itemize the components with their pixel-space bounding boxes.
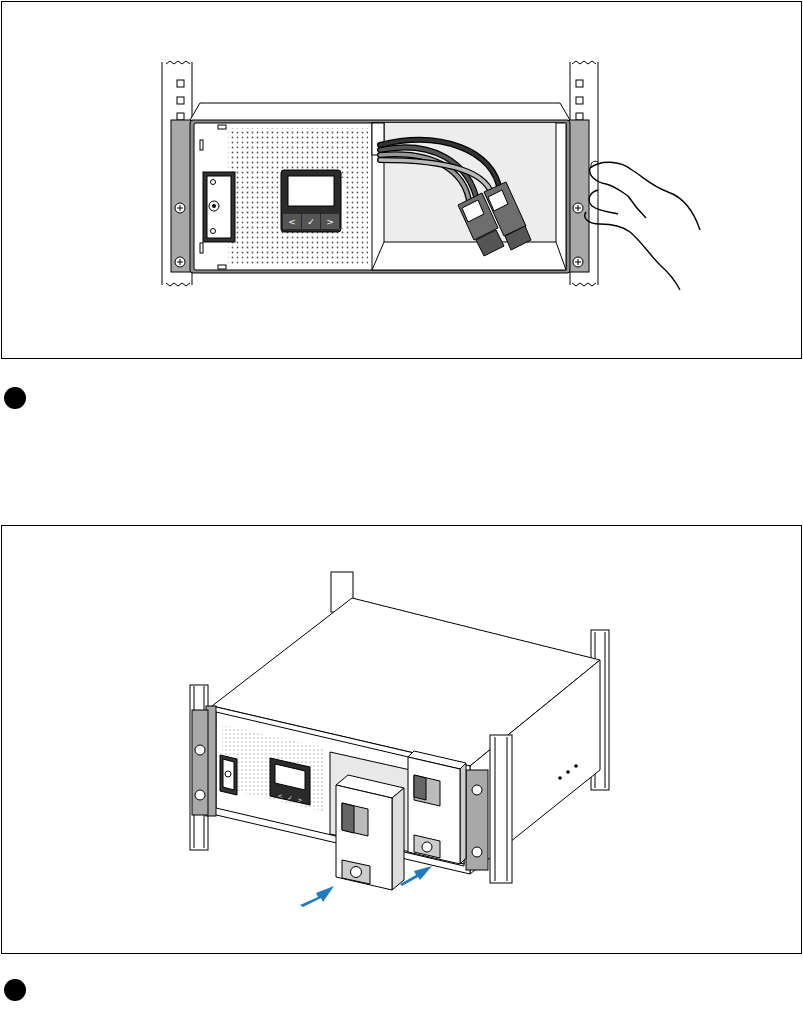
button-glyph: > — [297, 797, 302, 803]
button-glyph: ✓ — [287, 795, 292, 801]
button-glyph: ✓ — [307, 217, 315, 226]
button-glyph: < — [277, 793, 282, 799]
button-glyph: < — [288, 217, 296, 226]
button-glyph: > — [326, 217, 334, 226]
